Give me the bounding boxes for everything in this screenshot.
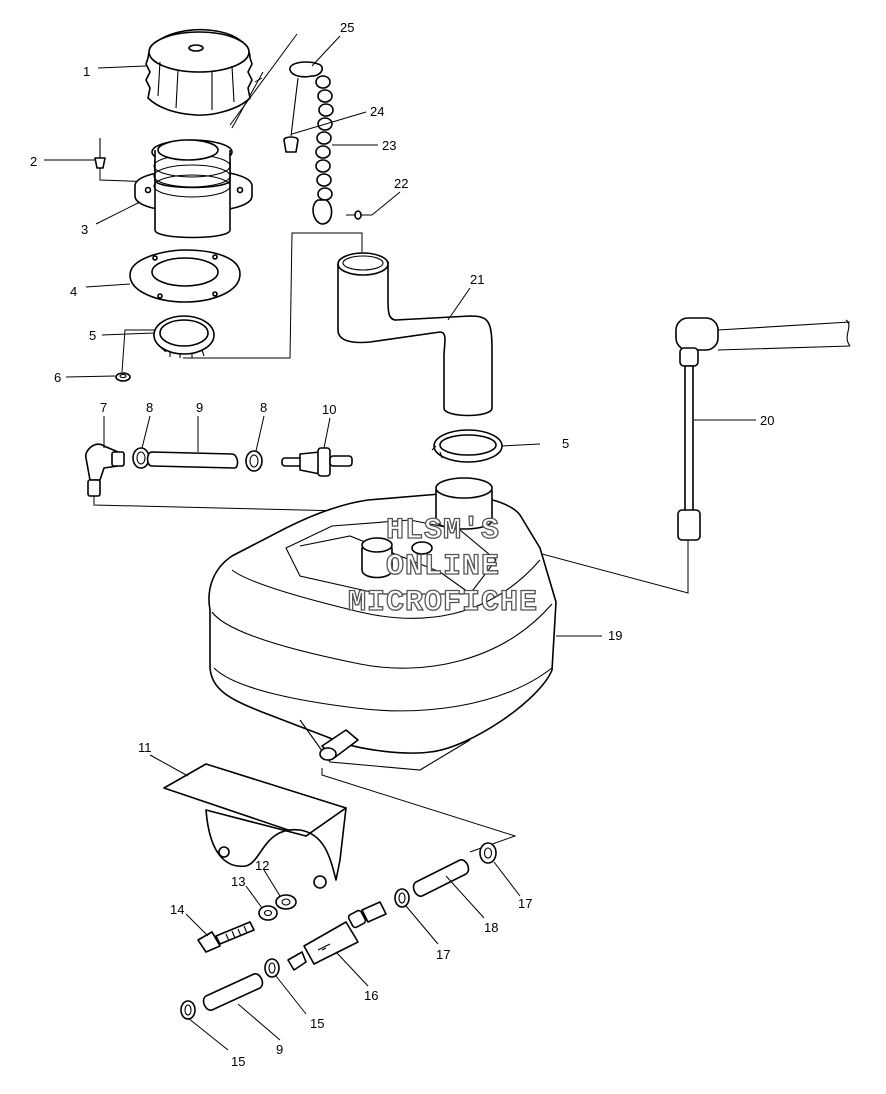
fuel-filter-icon: [281, 447, 353, 477]
watermark-line-3: MICROFICHE: [348, 586, 538, 620]
callout-8-left: 8: [146, 400, 153, 415]
callout-9-lower: 9: [276, 1042, 283, 1057]
callout-17-right: 17: [518, 896, 532, 911]
elbow-fitting-icon: [85, 443, 125, 497]
callout-23: 23: [382, 138, 396, 153]
chain-icon: [289, 61, 334, 225]
callout-7: 7: [100, 400, 107, 415]
callout-25: 25: [340, 20, 354, 35]
hose-clamp-icon-5: [394, 888, 410, 908]
callout-16: 16: [364, 988, 378, 1003]
callout-5-upper: 5: [89, 328, 96, 343]
pin-icon: [346, 210, 372, 220]
filler-neck-icon: [134, 139, 253, 239]
callout-20: 20: [760, 413, 774, 428]
callout-12: 12: [255, 858, 269, 873]
callout-11: 11: [138, 740, 152, 755]
gasket-icon: [129, 249, 241, 303]
bracket-icon: [163, 763, 347, 889]
screw-icon: [94, 138, 106, 169]
callout-18: 18: [484, 920, 498, 935]
callout-17-left: 17: [436, 947, 450, 962]
shutoff-valve-icon: [287, 901, 387, 971]
fuel-gauge-icon: [675, 317, 851, 541]
bolt-icon: [197, 921, 255, 953]
clamp-icon: [153, 315, 215, 358]
callout-13: 13: [231, 874, 245, 889]
callout-10: 10: [322, 402, 336, 417]
callout-labels: 1 2 3 4 5 6 7 8 9 8 10 21 5 20 19 25 24 …: [30, 20, 774, 1069]
watermark-line-1: HLSM'S: [386, 514, 500, 548]
callout-leaders: [44, 35, 756, 1051]
hose-clamp-icon-3: [264, 958, 280, 978]
hose-clamp-icon-2: [245, 450, 263, 472]
callout-1: 1: [83, 64, 90, 79]
nut-icon: [115, 372, 131, 382]
callout-5-lower: 5: [562, 436, 569, 451]
callout-14: 14: [170, 902, 184, 917]
callout-21: 21: [470, 272, 484, 287]
washer-icon: [275, 894, 297, 910]
fuel-line-icon-lower: [202, 973, 264, 1011]
callout-15-right: 15: [310, 1016, 324, 1031]
fuel-hose-icon: [337, 252, 493, 417]
callout-6: 6: [54, 370, 61, 385]
callout-15-left: 15: [231, 1054, 245, 1069]
callout-3: 3: [81, 222, 88, 237]
watermark: HLSM'S ONLINE MICROFICHE: [347, 513, 538, 620]
fuel-tank-icon: [208, 477, 557, 771]
callout-2: 2: [30, 154, 37, 169]
callout-9-upper: 9: [196, 400, 203, 415]
callout-8-right: 8: [260, 400, 267, 415]
clamp-icon-lower: [431, 429, 503, 463]
fuel-line-icon: [146, 451, 239, 469]
lock-washer-icon: [258, 905, 278, 921]
callout-19: 19: [608, 628, 622, 643]
hose-clamp-icon-6: [479, 842, 497, 864]
callout-22: 22: [394, 176, 408, 191]
watermark-line-2: ONLINE: [386, 550, 500, 584]
callout-24: 24: [370, 104, 384, 119]
rivet-icon: [283, 77, 299, 153]
fuel-line-icon-18: [412, 859, 470, 897]
callout-4: 4: [70, 284, 77, 299]
hose-clamp-icon-4: [180, 1000, 196, 1020]
hose-clamp-icon: [132, 447, 150, 469]
fuel-cap-icon: [145, 28, 253, 116]
